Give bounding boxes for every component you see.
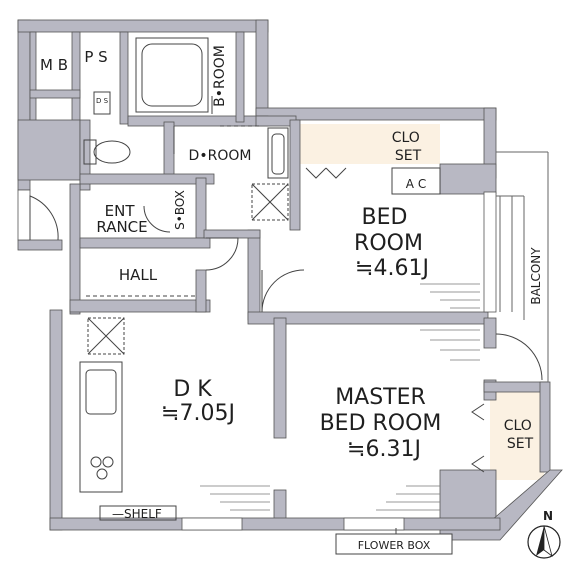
bathtub: [135, 37, 209, 113]
shelf-unit: [99, 505, 177, 521]
north-label: N: [543, 509, 553, 523]
stove-icon: [90, 456, 114, 480]
mb-label: M B: [40, 56, 68, 74]
balcony-area: [496, 151, 549, 382]
closet-fill-top: [300, 124, 440, 164]
balcony-label: BALCONY: [529, 247, 543, 305]
s-box-label: S•BOX: [173, 190, 187, 230]
floor-hatching: [200, 283, 480, 511]
bed-room-label: BED ROOM ≒4.61J: [354, 205, 430, 281]
entrance-label: ENT RANCE: [96, 202, 147, 236]
dk-label: D K ≒7.05J: [161, 377, 235, 426]
north-compass-icon: [527, 525, 561, 559]
ac-label: A C: [406, 177, 426, 191]
clo-set-right-label: CLO SET: [504, 418, 537, 452]
b-room-label: B•ROOM: [212, 45, 228, 107]
hall-label: HALL: [119, 266, 158, 284]
dashed-lines: [86, 125, 260, 297]
toilet: [83, 139, 131, 165]
walls: [17, 19, 563, 541]
washing-machine-space: [251, 183, 289, 221]
refrigerator-space: [87, 317, 125, 355]
closet-doors: [305, 167, 485, 473]
ps-label: P S: [84, 48, 107, 66]
flower-box-label: FLOWER BOX: [358, 539, 431, 552]
ac-unit: [391, 167, 441, 195]
ds-label: D S: [96, 97, 109, 105]
wash-basin: [267, 127, 289, 179]
clo-set-top-label: CLO SET: [392, 130, 425, 164]
window-openings: [17, 189, 497, 531]
master-bed-room-label: MASTER BED ROOM ≒6.31J: [320, 385, 449, 462]
shelf-label: —SHELF: [112, 507, 162, 521]
d-room-label: D•ROOM: [189, 148, 252, 164]
door-swings: [29, 96, 543, 381]
closet-fill-right: [490, 392, 544, 480]
kitchen-counter: [79, 361, 123, 493]
flower-box: [335, 533, 453, 555]
